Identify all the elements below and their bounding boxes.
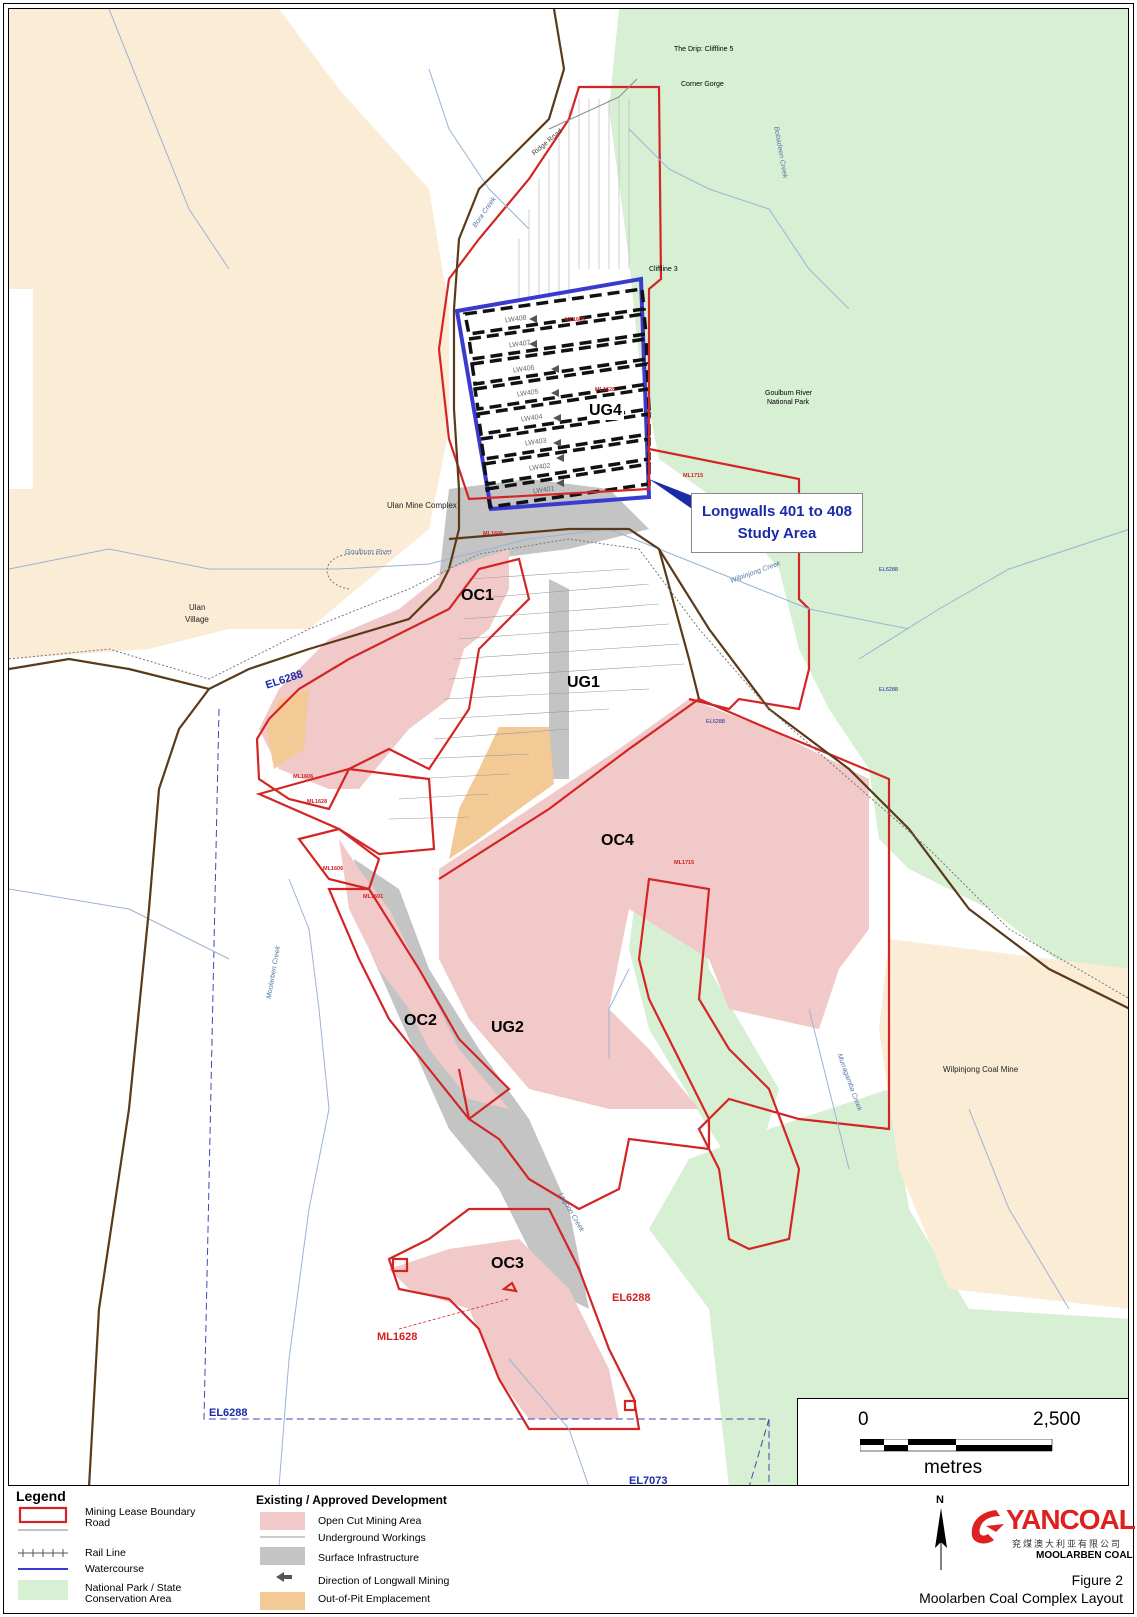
logo-chinese: 兖煤澳大利亚有限公司 [1012,1539,1123,1549]
rail-loop [326,553,389,590]
area-label-oc1: OC1 [461,587,494,604]
legend-title: Legend [16,1488,66,1504]
place-label-drip: The Drip: Cliffline 5 [674,46,734,53]
figure-number: Figure 2 [1071,1572,1123,1588]
logo-brand: YANCOAL [1006,1504,1136,1536]
place-label-corner-gorge: Corner Gorge [681,81,724,88]
ridge-road [548,78,638,130]
lease-leader-line [398,1298,510,1330]
legend-mining-lease: Mining Lease Boundary [85,1506,196,1518]
private-land-area [9,9,449,659]
legend-open-cut: Open Cut Mining Area [318,1515,422,1527]
legend-national-park-2: Conservation Area [85,1593,172,1605]
legend-road: Road [85,1517,111,1529]
legend-panel: Legend Mining Lease Boundary Road Rail L… [8,1486,1136,1611]
place-label-goulburn-np-1: Goulburn River [765,390,813,397]
private-land-area-south [879,939,1128,1309]
el-label-el7073: EL7073 [629,1475,668,1486]
yancoal-logo-icon [971,1510,1004,1544]
scale-unit: metres [924,1457,983,1478]
legend-longwall-direction: Direction of Longwall Mining [318,1575,450,1587]
area-label-ug1: UG1 [567,674,600,691]
water-label-goulburn-river: Goulburn River [345,549,393,556]
open-cut-oc4 [439,699,869,1109]
legend-surface-infrastructure: Surface Infrastructure [318,1552,419,1564]
legend-symbols-left [18,1506,68,1600]
rail-line [9,538,1128,999]
lease-label-ml1606-a: ML1606 [293,774,314,780]
national-park-area-south [649,1089,1128,1485]
national-park-area [609,9,1128,989]
lease-label-ml1691: ML1691 [363,894,384,900]
open-cut-oc1 [259,549,509,789]
figure-frame [3,3,1134,1614]
lease-label-ml1628-c: ML1628 [377,1331,418,1343]
figure-title: Moolarben Coal Complex Layout [919,1590,1123,1606]
area-label-oc4: OC4 [601,832,634,849]
scale-max: 2,500 [1033,1409,1081,1430]
callout-line-1: Longwalls 401 to 408 [701,503,853,520]
lease-label-ml1605-b: ML1605 [483,531,504,537]
underground-workings-north [518,99,630,299]
longwall-panels [462,287,651,509]
logo-brand-yan: YAN [1006,1504,1061,1535]
legend-watercourse: Watercourse [85,1563,145,1575]
legend-existing-title: Existing / Approved Development [256,1493,447,1507]
place-label-village: Village [185,615,209,624]
study-area-boundary [454,276,652,512]
map-panel[interactable]: OC1 UG1 OC4 OC2 UG2 OC3 UG4 Longwalls 40… [8,8,1129,1486]
out-of-pit-emplacement [449,727,554,859]
el-label-el6288-e: EL6288 [612,1292,651,1304]
lease-label-ml1606-b: ML1606 [323,866,344,872]
study-area-callout: Longwalls 401 to 408 Study Area [691,493,863,553]
area-label-oc2: OC2 [404,1012,437,1029]
watercourses [9,9,1128,1485]
private-land-area-west [9,289,33,489]
map-canvas [9,9,1128,1485]
callout-line-2: Study Area [737,525,817,542]
legend-symbols-right [260,1512,305,1610]
area-label-ug4: UG4 [587,402,624,420]
logo-subtitle: MOOLARBEN COAL [1036,1550,1133,1561]
el-label-el6288-b: EL6288 [879,567,898,573]
legend-national-park-1: National Park / State [85,1582,182,1594]
callout-pointer [649,479,695,511]
roads [9,9,1128,1485]
longwall-direction-arrows [529,315,564,487]
place-label-ulan: Ulan [189,603,206,612]
north-arrow-icon [935,1508,947,1570]
el-label-el6288-d: EL6288 [706,719,725,725]
area-label-ug2: UG2 [491,1019,524,1036]
open-cut-oc2 [339,839,509,1109]
national-park-inner [629,869,779,1189]
place-label-ulan-mine: Ulan Mine Complex [387,501,457,510]
surface-infrastructure-road [549,579,569,779]
scale-bar: 0 2,500 metres [797,1398,1128,1485]
scale-zero: 0 [858,1409,869,1430]
legend-out-of-pit: Out-of-Pit Emplacement [318,1593,431,1605]
area-label-oc3: OC3 [491,1255,524,1272]
lease-label-ml1605-a: ML1605 [565,317,586,323]
lease-label-ml1628-b: ML1628 [307,799,328,805]
place-label-goulburn-np-2: National Park [767,399,810,406]
lease-label-ml1628-a: ML1628 [595,387,616,393]
open-cut-oc3 [389,1239,619,1419]
el-label-el6288-f: EL6288 [209,1407,248,1419]
exploration-licence-boundaries [203,708,770,1485]
el-label-el6288-c: EL6288 [879,687,898,693]
legend-underground-workings: Underground Workings [318,1532,426,1544]
place-label-cliffline-3: Cliffline 3 [649,266,678,273]
scale-bar-graphic [860,1439,1053,1452]
north-label: N [936,1494,944,1506]
place-label-wilpinjong: Wilpinjong Coal Mine [943,1065,1019,1074]
legend-rail: Rail Line [85,1547,126,1559]
logo-brand-coal: COAL [1059,1504,1136,1535]
lease-label-ml1715-b: ML1715 [674,860,695,866]
lease-label-ml1715-a: ML1715 [683,473,704,479]
